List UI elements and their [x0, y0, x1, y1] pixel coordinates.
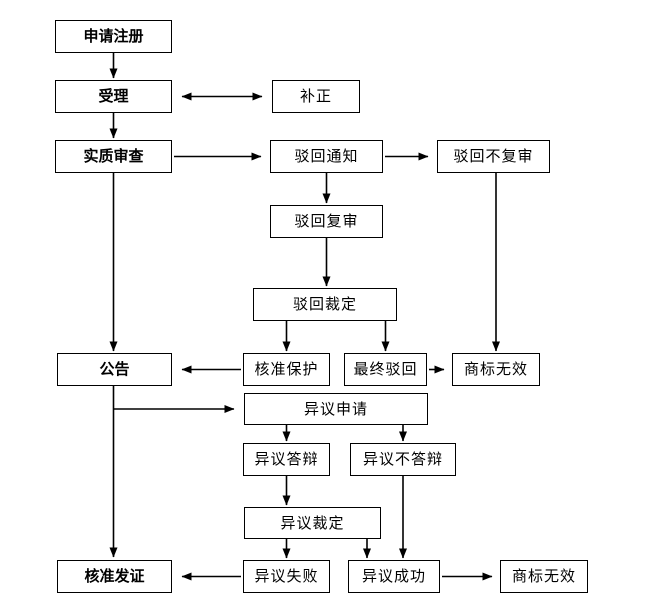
flowchart-node-reject-rule[interactable]: 驳回裁定	[253, 288, 397, 321]
flowchart-node-no-review[interactable]: 驳回不复审	[437, 140, 550, 173]
flowchart-node-opp-reply[interactable]: 异议答辩	[243, 443, 330, 476]
flowchart-node-opp-apply[interactable]: 异议申请	[244, 393, 428, 425]
flowchart-node-label: 受理	[98, 87, 129, 105]
flowchart-node-opp-rule[interactable]: 异议裁定	[244, 507, 381, 539]
flowchart-node-label: 补正	[299, 87, 332, 105]
flowchart-node-invalid-2[interactable]: 商标无效	[500, 560, 588, 593]
flowchart-node-label: 驳回裁定	[292, 295, 357, 313]
flowchart-node-opp-noreply[interactable]: 异议不答辩	[350, 443, 456, 476]
flowchart-node-accept[interactable]: 受理	[55, 80, 172, 113]
flowchart-node-exam[interactable]: 实质审查	[55, 140, 172, 173]
flowchart-node-label: 申请注册	[83, 27, 144, 45]
flowchart-node-label: 异议成功	[361, 567, 426, 585]
flowchart-node-final-reject[interactable]: 最终驳回	[344, 353, 427, 386]
flowchart-node-label: 核准发证	[84, 567, 145, 585]
flowchart-node-reject-rev[interactable]: 驳回复审	[270, 205, 383, 238]
flowchart-node-label: 异议不答辩	[362, 450, 443, 468]
flowchart-node-label: 异议失败	[254, 567, 319, 585]
flowchart-node-announce[interactable]: 公告	[57, 353, 172, 386]
flowchart-node-label: 核准保护	[254, 360, 319, 378]
flowchart-node-label: 商标无效	[511, 567, 576, 585]
flowchart-node-label: 异议申请	[303, 399, 368, 418]
flowchart-node-label: 异议答辩	[254, 450, 319, 468]
flowchart-node-label: 商标无效	[463, 360, 528, 378]
flowchart-node-invalid-1[interactable]: 商标无效	[452, 353, 540, 386]
flowchart-node-amend[interactable]: 补正	[272, 80, 360, 113]
flowchart-node-approve-prot[interactable]: 核准保护	[243, 353, 330, 386]
flowchart-node-label: 公告	[99, 360, 130, 378]
flowchart-node-label: 异议裁定	[280, 513, 345, 532]
flowchart-node-label: 最终驳回	[353, 360, 418, 378]
flowchart-node-apply[interactable]: 申请注册	[55, 20, 172, 53]
flowchart-node-opp-fail[interactable]: 异议失败	[243, 560, 330, 593]
flowchart-node-reject-note[interactable]: 驳回通知	[270, 140, 383, 173]
flowchart-node-label: 驳回复审	[294, 212, 359, 230]
flowchart-node-label: 实质审查	[83, 147, 144, 165]
flowchart-node-label: 驳回不复审	[453, 147, 534, 165]
flowchart-node-opp-success[interactable]: 异议成功	[348, 560, 440, 593]
flowchart-node-issue-cert[interactable]: 核准发证	[57, 560, 172, 593]
flowchart-node-label: 驳回通知	[294, 147, 359, 165]
